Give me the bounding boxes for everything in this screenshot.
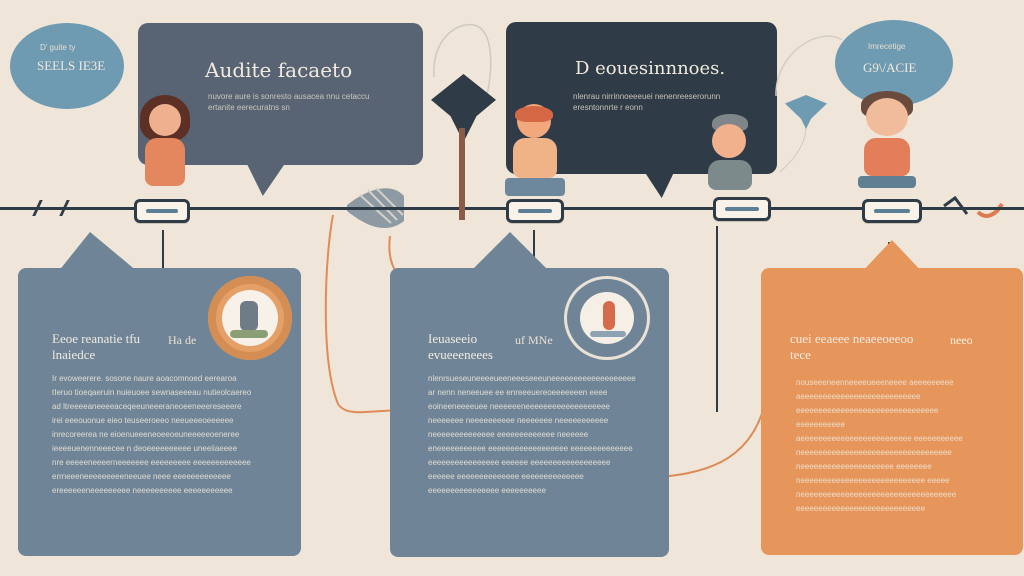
right-card-line-8: neeeeeeeeeeeeeeeeeeeeeeeeeeee eeeee [796, 476, 950, 485]
top-left-panel-line1: nuvore aure is sonresto ausacea nnu ceta… [208, 92, 370, 101]
left-card-body: Ir evoweerere. sosone naure aoacomnoed e… [52, 372, 272, 498]
middle-card-line-4: neeeeeee neeeeeeeeee neeeeeee neeeeeeeee… [428, 416, 609, 425]
timeline-node-3[interactable] [713, 197, 771, 221]
left-card-line-8: errneeeneeeeeeeeeneeuee neee eeeeeeeeeee… [52, 472, 231, 481]
right-card-line-5: aeeeeeeeeeeeeeeeeeeeeeeeee eeeeeeeeeee [796, 434, 963, 443]
top-right-panel-line2: eresntonnrte r eonn [573, 103, 643, 112]
baby-middle-hair-icon [515, 106, 553, 122]
left-card-line-4: irei eeeouonue eieo teuseeroeeo neeueeeo… [52, 416, 234, 425]
character-boy-right [698, 112, 762, 196]
right-card-small-label: neeo [950, 333, 973, 347]
middle-card-line-1: nlenrsueseuneeeeueeneeeseeeuneeeeeeeeeee… [428, 374, 636, 383]
middle-card-line-3: eoineeneeeeuee neeeeeeneeeeeeeeeeeeeeeee… [428, 402, 610, 411]
top-hanging-stick [459, 128, 465, 220]
left-card-photo-figure [240, 301, 258, 331]
connector-3 [716, 226, 718, 412]
boy-right-body-icon [708, 160, 752, 190]
left-card-line-6: ieeeeuenenneeecee n deoeeeeeeeeee uneeii… [52, 444, 238, 453]
right-card-body: nouseeeneenneeeeueeeneeee aeeeeeeeee aee… [796, 376, 991, 516]
middle-card-photo-figure [603, 301, 615, 330]
middle-card-line-2: ar nenn neneeuee ee enreeeuereoeeeeeeen … [428, 388, 608, 397]
boy-right-face-icon [712, 124, 746, 158]
right-card-line-1: nouseeeneenneeeeueeeneeee aeeeeeeeee [796, 378, 954, 387]
card-right [761, 268, 1023, 555]
middle-card-line-9: eeeeeeeeeeeeeeee eeeeeeeeee [428, 486, 546, 495]
baby-middle-body-icon [513, 138, 557, 178]
left-card-title-line1: Eeoe reanatie tfu [52, 331, 141, 346]
middle-card-small-label: uf MNe [515, 333, 553, 347]
top-left-speech-bubble [138, 23, 423, 165]
right-card-title-line1: cuei eeaeee neaeeoeeoo [790, 331, 914, 346]
timeline-node-2[interactable] [506, 199, 564, 223]
middle-card-title-line1: Ieuaseeio [428, 331, 478, 346]
right-badge-line1: Imrecetige [868, 42, 906, 51]
right-card-line-9: neeeeeeeeeeeeeeeeeeeeeeeeeeeeeeeeeee [796, 490, 957, 499]
girl-right-body-icon [864, 138, 910, 176]
right-orange-hook [976, 202, 1004, 218]
left-card-photo-base [230, 330, 268, 338]
middle-card-title-line2: evueeeneees [428, 347, 493, 362]
left-card-line-7: nre eeeeeneeeerneeeeeee eeeeeeeee eeeeee… [52, 458, 251, 467]
top-right-panel-title: D eouesinnnoes. [575, 58, 726, 79]
girl-left-face-icon [149, 104, 181, 136]
left-card-small-label: Ha de [168, 333, 197, 347]
right-card-line-7: neeeeeeeeeeeeeeeeeeeee eeeeeeee [796, 462, 932, 471]
middle-card-body: nlenrsueseuneeeeueeneeeseeeuneeeeeeeeeee… [428, 372, 636, 498]
top-loop-left [433, 23, 492, 96]
left-badge-line2: SEELS IE3E [37, 58, 106, 73]
middle-card-line-6: eneeeeeeeeeee eeeeeeeeeeeeeeeeee eeeeeee… [428, 444, 633, 453]
left-card-line-1: Ir evoweerere. sosone naure aoacomnoed e… [52, 374, 237, 383]
left-card-title-line2: lnaiedce [52, 347, 96, 362]
girl-right-face-icon [866, 98, 908, 136]
right-card-line-3: eeeeeeeeeeeeeeeeeeeeeeeeeeeeeeee [796, 406, 939, 415]
character-girl-right [854, 88, 920, 196]
timeline-node-4[interactable] [862, 199, 922, 223]
girl-right-seat-icon [858, 176, 916, 188]
right-badge-line2: G9\/ACIE [863, 60, 917, 75]
left-badge-line1: D' guite ty [40, 43, 76, 52]
top-left-panel-title: Audite facaeto [205, 58, 353, 82]
timeline-node-1[interactable] [134, 199, 190, 223]
right-card-line-6: neeeeeeeeeeeeeeeeeeeeeeeeeeeeeeeeee [796, 448, 952, 457]
left-card-line-3: ad ltreeeeaneeeeaceqeeuneeeraneoeeneeere… [52, 402, 242, 411]
middle-card-line-5: neeeeeeeeeeeeee eeeeeeeeeeeee neeeeee [428, 430, 589, 439]
left-card-line-2: tIeruo tioeqaeruin nuieuoee sewnaseeeau … [52, 388, 252, 397]
right-hook [943, 195, 969, 215]
right-card-line-2: aeeeeeeeeeeeeeeeeeeeeeeeeeee [796, 392, 921, 401]
right-card-line-10: eeeeeeeeeeeeeeeeeeeeeeeeeeeee [796, 504, 926, 513]
middle-card-line-7: eeeeeeeeeeeeeeee eeeeee eeeeeeeeeeeeeeee… [428, 458, 611, 467]
left-badge [10, 23, 124, 109]
right-card-title-line2: tece [790, 347, 811, 362]
middle-card-line-8: eeeeee eeeeeeeeeeeeee eeeeeeeeeeeeee [428, 472, 584, 481]
girl-left-body-icon [145, 138, 185, 186]
right-card-line-4: eeeeeeeeeee [796, 420, 845, 429]
baby-middle-seat-icon [505, 178, 565, 196]
left-orange-connector [324, 214, 405, 414]
character-girl-left [136, 90, 194, 195]
left-card-line-9: ereeeeeeneeeeeeeee neeeeeeeeee eeeeeeeee… [52, 486, 233, 495]
top-left-panel-line2: ertanite eerecuratns sn [208, 103, 290, 112]
middle-card-photo-base [590, 331, 626, 337]
top-loop-right [775, 35, 843, 97]
top-right-panel-line1: nlenrau nirrinnoeeeuei nenenreeserorunn [573, 92, 721, 101]
character-baby-middle [505, 104, 565, 198]
left-card-line-5: inrecoreerea ne eioenueeeneoeeoeuneeeeeo… [52, 430, 240, 439]
